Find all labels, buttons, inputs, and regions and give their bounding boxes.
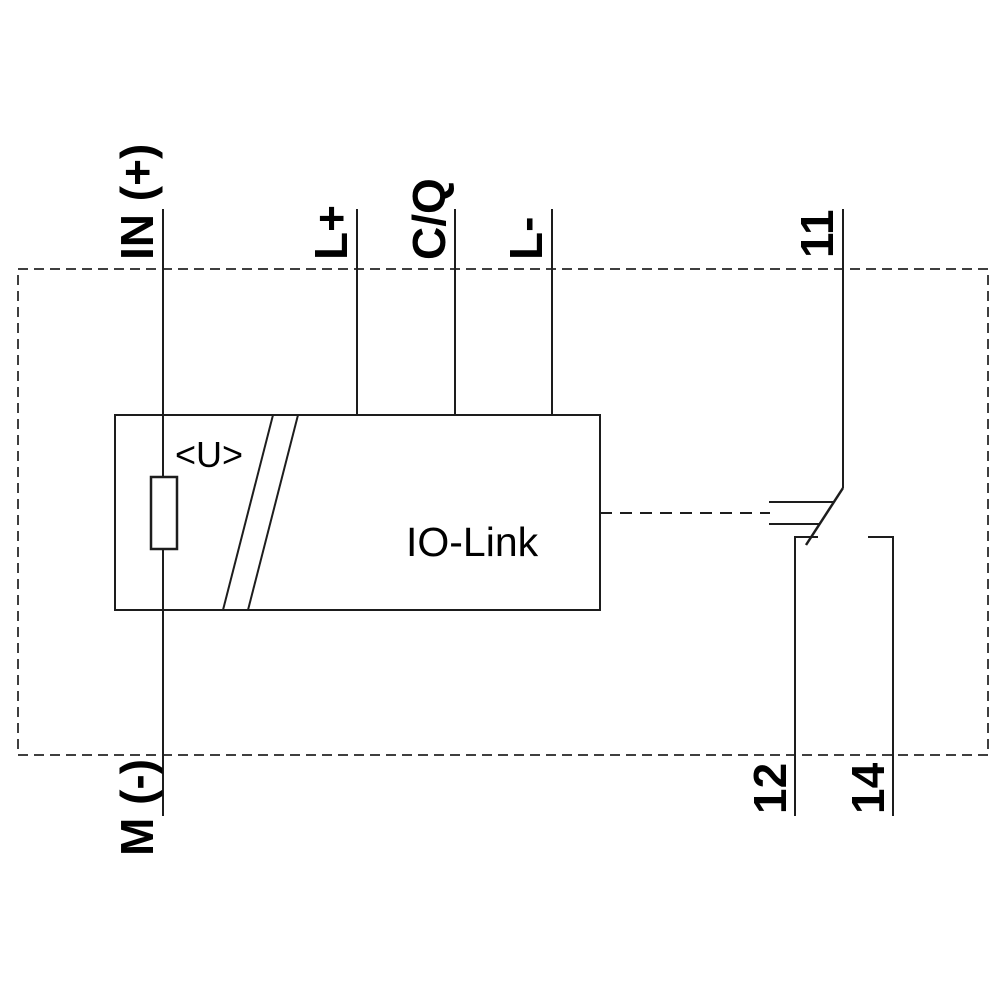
isolation-diagonal-2: [247, 414, 299, 611]
label-cq: C/Q: [403, 178, 455, 260]
terminal-14-line: [868, 536, 894, 816]
label-voltage-monitor: <U>: [175, 434, 243, 475]
contact-blade: [804, 487, 845, 546]
device-boundary: [17, 268, 989, 756]
label-l-plus: L+: [305, 205, 357, 260]
label-l-minus: L-: [500, 217, 552, 260]
label-terminal-11: 11: [791, 209, 843, 258]
label-terminal-12: 12: [744, 763, 796, 814]
label-in-plus: IN (+): [111, 144, 163, 260]
terminal-12-line: [794, 536, 818, 816]
label-m-minus: M (-): [111, 759, 163, 856]
label-io-link: IO-Link: [406, 519, 539, 565]
resistor-symbol: [149, 475, 179, 551]
label-terminal-14: 14: [842, 762, 894, 814]
isolation-diagonal-1: [222, 414, 274, 611]
